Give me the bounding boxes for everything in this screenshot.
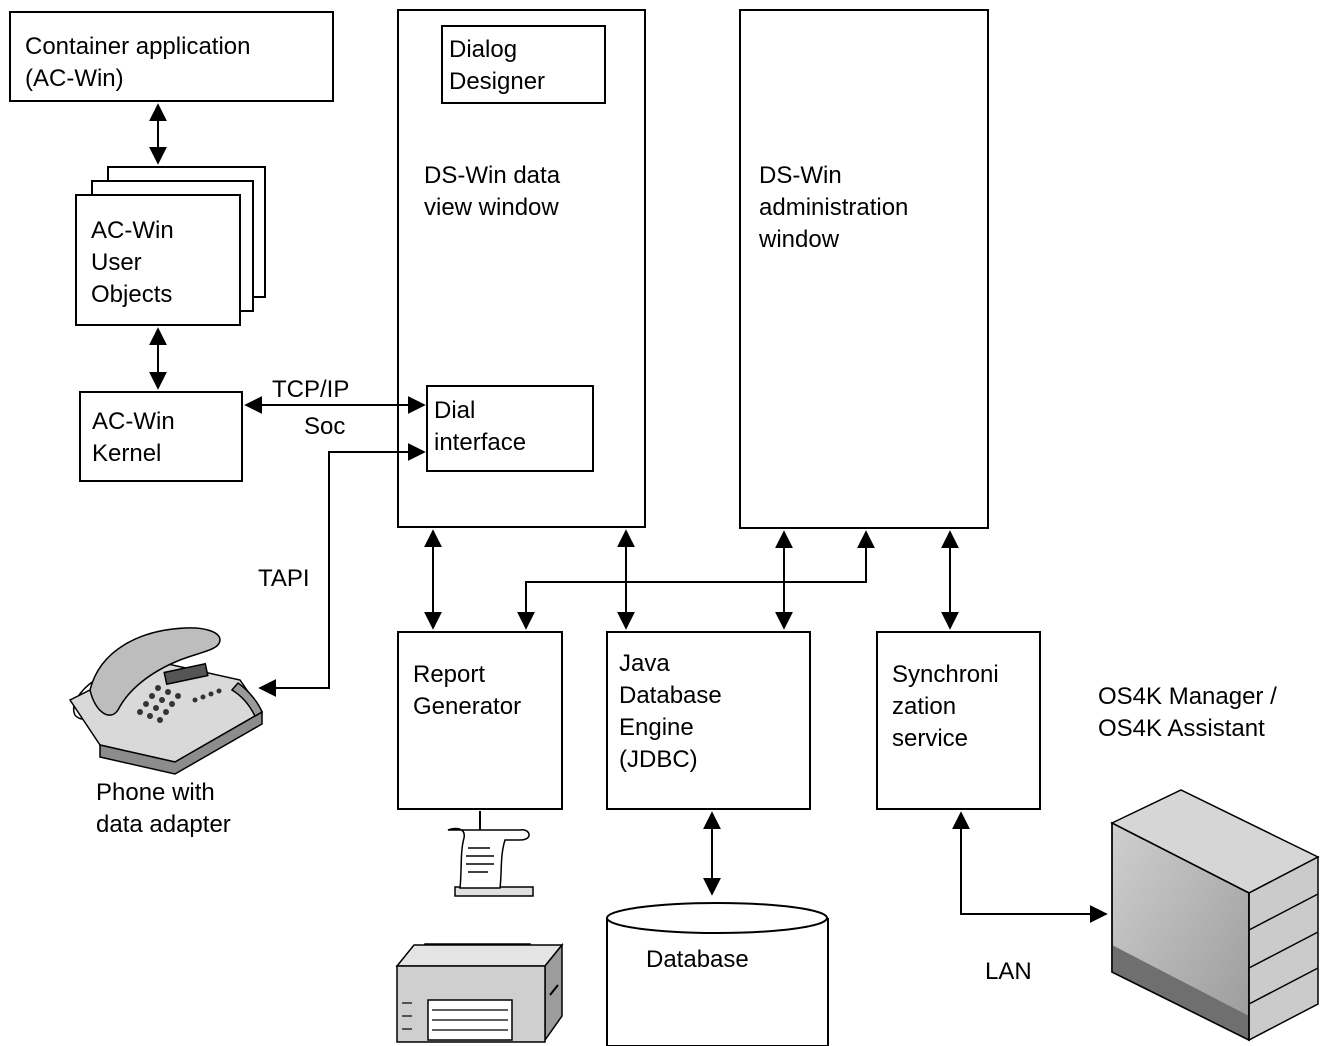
arrow-tapi-phone: [258, 443, 426, 697]
admin-window-line-3: window: [758, 226, 840, 253]
svg-text:interface: interface: [434, 429, 526, 456]
admin-window-line-1: DS-Win: [759, 162, 842, 189]
sync-service-box: Synchroni zation service: [876, 631, 1041, 810]
jdbc-line-1: Java: [619, 650, 670, 677]
svg-text:DS-Win: DS-Win: [759, 162, 842, 189]
database-label: Database: [646, 946, 749, 973]
svg-text:zation: zation: [892, 693, 956, 720]
svg-text:AC-Win: AC-Win: [92, 408, 175, 435]
lan-label: LAN: [985, 958, 1032, 985]
user-objects-line-3: Objects: [91, 281, 172, 308]
dial-interface-box: Dial interface: [426, 385, 594, 472]
dialog-designer-line-1: Dialog: [449, 36, 517, 63]
svg-text:Objects: Objects: [91, 281, 172, 308]
jdbc-line-4: (JDBC): [619, 746, 698, 773]
container-app-box: Container application (AC-Win): [9, 11, 334, 102]
report-generator-box: Report Generator: [397, 631, 563, 810]
svg-text:view window: view window: [424, 194, 559, 221]
admin-window-box: DS-Win administration window: [739, 9, 989, 529]
sync-line-1: Synchroni: [892, 661, 999, 688]
arrow-sync-lan-server: [952, 811, 1108, 923]
phone-icon: [68, 627, 264, 775]
svg-text:administration: administration: [759, 194, 908, 221]
svg-text:Designer: Designer: [449, 68, 545, 95]
container-app-line-2: (AC-Win): [25, 65, 124, 92]
svg-text:Database: Database: [619, 682, 722, 709]
user-objects-line-1: AC-Win: [91, 217, 174, 244]
jdbc-line-2: Database: [619, 682, 722, 709]
jdbc-line-3: Engine: [619, 714, 694, 741]
svg-text:window: window: [758, 226, 840, 253]
database-cylinder: Database: [606, 902, 829, 1046]
report-generator-line-1: Report: [413, 661, 485, 688]
user-objects-line-2: User: [91, 249, 142, 276]
svg-text:Java: Java: [619, 650, 670, 677]
server-icon: [1110, 789, 1320, 1042]
report-generator-line-2: Generator: [413, 693, 521, 720]
svg-text:(AC-Win): (AC-Win): [25, 65, 124, 92]
dialog-designer-box: Dialog Designer: [441, 25, 606, 104]
svg-text:service: service: [892, 725, 968, 752]
tcp-ip-label: TCP/IP: [272, 376, 349, 403]
svg-text:Generator: Generator: [413, 693, 521, 720]
data-view-line-2: view window: [424, 194, 559, 221]
svg-text:Engine: Engine: [619, 714, 694, 741]
admin-window-line-2: administration: [759, 194, 908, 221]
svg-text:User: User: [91, 249, 142, 276]
data-view-line-1: DS-Win data: [424, 162, 561, 189]
jdbc-box: Java Database Engine (JDBC): [606, 631, 811, 810]
svg-text:AC-Win: AC-Win: [91, 217, 174, 244]
os4k-line-1: OS4K Manager /: [1098, 683, 1277, 710]
dialog-designer-line-2: Designer: [449, 68, 545, 95]
svg-text:Synchroni: Synchroni: [892, 661, 999, 688]
phone-caption-line-2: data adapter: [96, 811, 231, 838]
svg-text:(JDBC): (JDBC): [619, 746, 698, 773]
user-objects-stack: AC-Win User Objects: [75, 166, 266, 326]
sync-line-3: service: [892, 725, 968, 752]
svg-text:Report: Report: [413, 661, 485, 688]
svg-text:Dialog: Dialog: [449, 36, 517, 63]
kernel-line-1: AC-Win: [92, 408, 175, 435]
dial-interface-line-1: Dial: [434, 397, 475, 424]
printer-icon: [395, 827, 564, 1043]
sync-line-2: zation: [892, 693, 956, 720]
soc-label: Soc: [304, 413, 345, 440]
svg-text:Dial: Dial: [434, 397, 475, 424]
kernel-line-2: Kernel: [92, 440, 161, 467]
dial-interface-line-2: interface: [434, 429, 526, 456]
phone-caption-line-1: Phone with: [96, 779, 215, 806]
os4k-line-2: OS4K Assistant: [1098, 715, 1265, 742]
container-app-line-1: Container application: [25, 33, 250, 60]
svg-text:DS-Win data: DS-Win data: [424, 162, 561, 189]
kernel-box: AC-Win Kernel: [79, 391, 243, 482]
svg-text:Container application: Container application: [25, 33, 250, 60]
svg-text:Kernel: Kernel: [92, 440, 161, 467]
tapi-label: TAPI: [258, 565, 310, 592]
arrow-admin-report: [517, 530, 875, 630]
